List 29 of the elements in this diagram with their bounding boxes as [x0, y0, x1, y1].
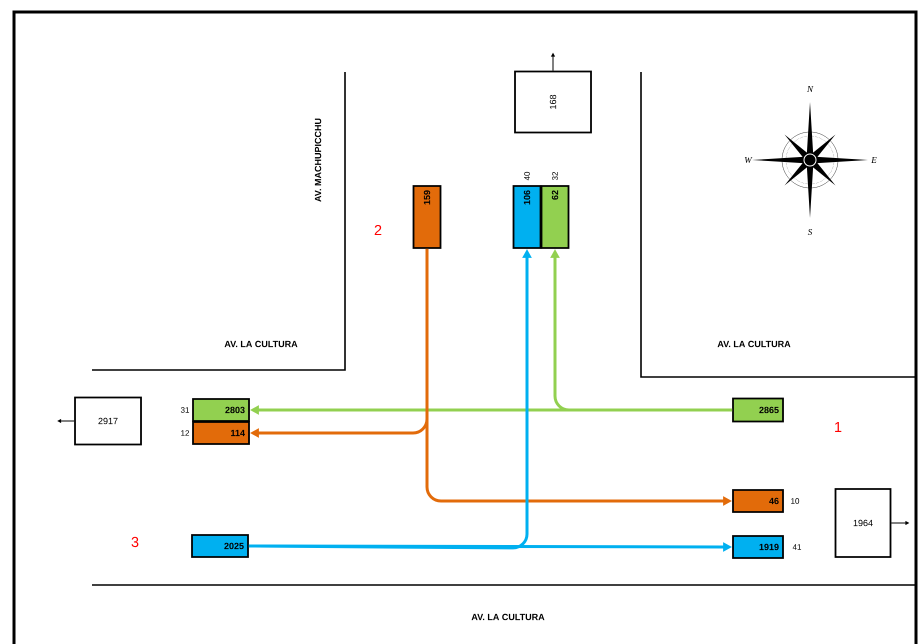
- count-box: 1964: [834, 488, 892, 558]
- street-name: AV. LA CULTURA: [224, 340, 298, 348]
- count-box: 168: [514, 70, 592, 134]
- count-box: 2803: [192, 398, 250, 422]
- side-count: 32: [552, 172, 558, 180]
- count-box: 2865: [732, 398, 784, 422]
- side-count: 41: [792, 544, 802, 550]
- compass-letter: N: [806, 86, 814, 92]
- count-box: 159: [412, 185, 442, 249]
- side-count: 40: [524, 172, 530, 180]
- count-box: 1919: [732, 535, 784, 559]
- street-name: AV. LA CULTURA: [472, 614, 544, 620]
- compass-letter: W: [744, 156, 752, 164]
- zone-number: 2: [374, 224, 382, 236]
- count-box: 2025: [191, 534, 249, 558]
- count-box: 2917: [74, 396, 142, 446]
- side-count: 10: [791, 498, 800, 504]
- side-count: 31: [180, 407, 190, 413]
- compass-letter: S: [808, 228, 812, 236]
- side-count: 12: [181, 430, 190, 436]
- street-name: AV. MACHUPICCHU: [314, 118, 322, 202]
- count-box: 46: [732, 489, 784, 513]
- count-box: 106: [512, 185, 542, 249]
- zone-number: 3: [132, 536, 138, 548]
- compass-letter: E: [871, 157, 877, 163]
- count-box: 114: [192, 421, 250, 445]
- count-box: 62: [540, 185, 570, 249]
- zone-number: 1: [835, 422, 842, 432]
- street-name: AV. LA CULTURA: [718, 340, 790, 348]
